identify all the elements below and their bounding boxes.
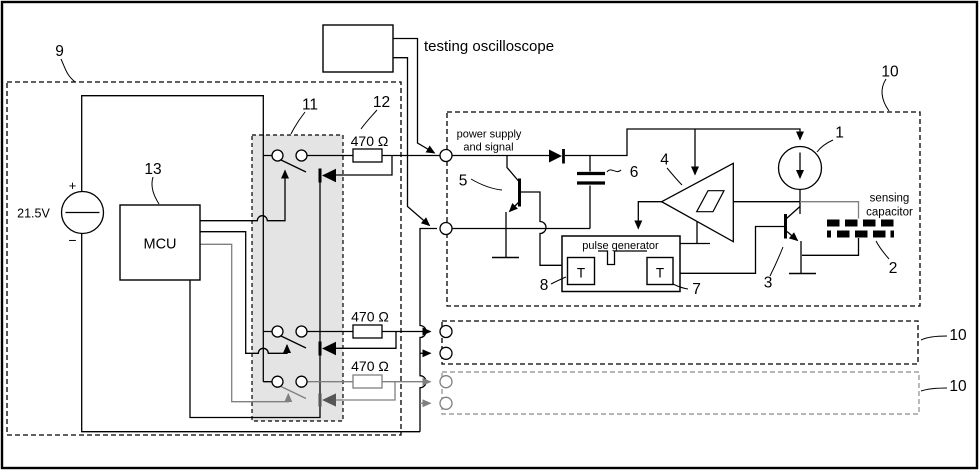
ref-7: 7 [692,281,701,298]
resistor-1 [352,148,383,163]
supply-voltage-label: 21.5V [17,207,50,221]
leader-lines [60,58,948,392]
gray-wires [198,201,860,408]
timer-8-label: T [577,266,585,281]
module-terminals [439,148,453,360]
resistor-3 [352,374,383,389]
ref-3: 3 [764,275,773,292]
ref-13: 13 [144,161,161,178]
oscilloscope-label: testing oscilloscope [424,38,554,55]
mcu-box [119,204,201,281]
module-terminals-gray [439,375,453,410]
ref-10-top: 10 [881,64,899,81]
hysteresis-icon [695,190,725,213]
switch-3-lever [279,385,307,400]
input-label-line2: and signal [463,142,513,154]
input-label-line1: power supply [457,129,522,141]
ref-4: 4 [660,152,669,169]
driver-module-box [6,81,402,436]
ref-11: 11 [302,97,318,114]
oscilloscope-box [322,24,394,73]
current-source [777,145,823,191]
sensor-module-box-main [446,111,921,307]
sensing-capacitor-icon [827,219,894,238]
pulse-waveform-icon [598,250,647,266]
sensor-module-box-bottom [441,371,920,415]
switch-contacts [271,149,308,388]
ref-10-bottom: 10 [949,378,967,395]
sensing-capacitor-label-line1: sensing [870,193,910,205]
ref-1: 1 [835,125,844,142]
sensing-capacitor-wire [800,201,860,219]
resistor-2-value: 470 Ω [351,309,389,325]
resistor-3-value: 470 Ω [351,358,389,374]
ref-9: 9 [55,43,64,60]
mcu-label: MCU [143,237,176,253]
ref-12: 12 [373,94,390,111]
module-diode [549,149,565,164]
minus-sign: − [68,232,76,248]
flyback-diodes [318,168,336,407]
ref-2: 2 [889,260,898,277]
ground-symbols [492,256,816,275]
switch-2-lever [279,334,307,349]
ref-5: 5 [459,173,468,190]
sensor-module-box-middle [441,320,919,365]
ref-8: 8 [540,277,549,294]
timer-box-7 [646,256,674,286]
switch-1-lever [279,158,307,173]
sensing-capacitor-label-line2: capacitor [866,207,913,219]
timer-box-8 [566,256,596,286]
resistor-2 [352,324,383,339]
pulse-generator [561,235,681,293]
ref-6: 6 [630,164,639,181]
plus-sign: + [69,178,77,193]
voltage-source [60,190,105,235]
switch-bank-box [251,134,344,422]
comparator [660,162,734,243]
resistor-1-value: 470 Ω [351,133,389,149]
pulse-generator-label: pulse generator [582,240,659,252]
capacitor-6 [577,171,605,185]
ref-10-middle: 10 [949,327,967,344]
timer-7-label: T [656,266,664,281]
